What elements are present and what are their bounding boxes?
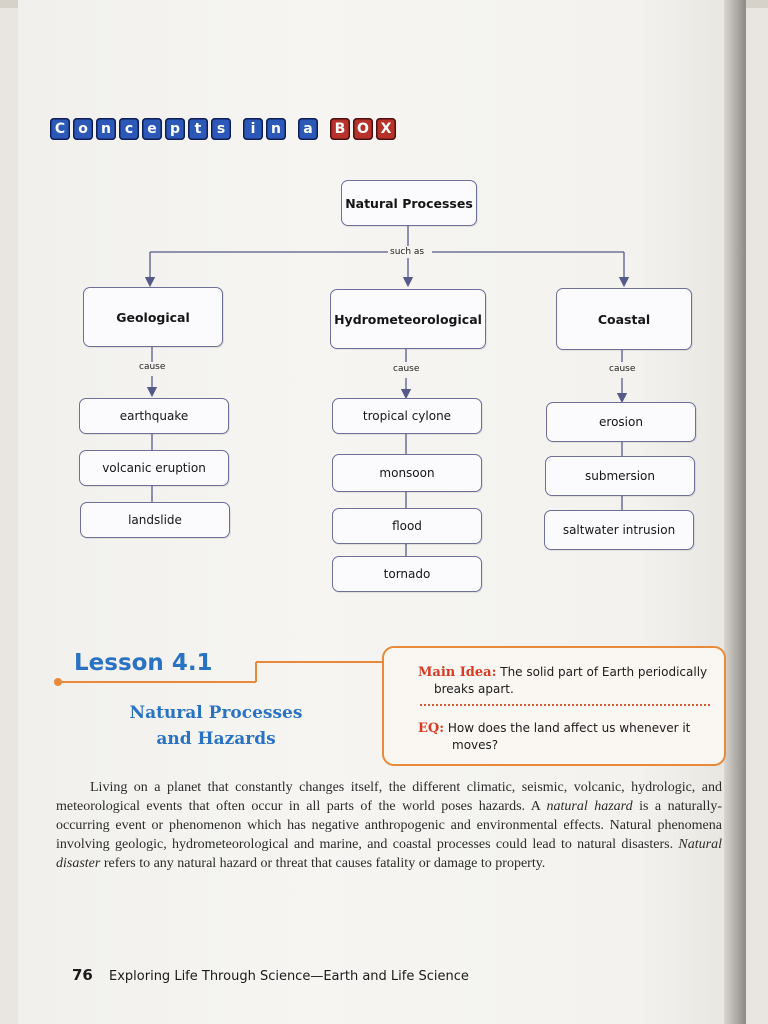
item-erosion: erosion [546,402,696,442]
branch-box-coastal: Coastal [556,288,692,350]
letter-tile: B [330,118,350,140]
item-earthquake: earthquake [79,398,229,434]
letter-tile: i [243,118,263,140]
main-idea-text-1: The solid part of Earth periodically [500,665,708,679]
letter-tile: p [165,118,185,140]
item-tornado: tornado [332,556,482,592]
main-idea-text-2: breaks apart. [434,682,514,696]
letter-tile: n [96,118,116,140]
branch-box-hydrometeorological: Hydrometeorological [330,289,486,349]
letter-tile: n [266,118,286,140]
main-idea-key: Main Idea: [418,665,497,680]
letter-tile: c [119,118,139,140]
letter-tile: X [376,118,396,140]
letter-tile: e [142,118,162,140]
term-natural-disaster: Natural disaster [56,837,722,871]
eq-text-1: How does the land affect us whenever it [447,721,691,735]
item-volcanic-eruption: volcanic eruption [79,450,229,486]
item-submersion: submersion [545,456,695,496]
concept-diagram-connectors [144,226,630,556]
cause-label-hydro: cause [393,364,420,374]
lesson-title-line1: Natural Processes [129,703,303,723]
letter-tile: o [73,118,93,140]
letter-tile: s [211,118,231,140]
page-number: 76 [72,966,93,984]
lesson-underline [54,661,382,686]
body-text-a: Living on a planet that constantly chang… [56,780,722,814]
cause-label-geological: cause [139,362,166,372]
page-edge-shadow [724,0,746,1024]
page-footer: 76 Exploring Life Through Science—Earth … [72,966,469,984]
item-landslide: landslide [80,502,230,538]
letter-tile: O [353,118,373,140]
main-idea-box: Main Idea: The solid part of Earth perio… [382,646,726,766]
body-text-b: is a naturally-occurring event or phenom… [56,799,722,852]
letter-tile: a [298,118,318,140]
eq-key: EQ: [418,721,445,736]
such-as-label: such as [390,247,425,257]
item-flood: flood [332,508,482,544]
letter-tile: t [188,118,208,140]
term-natural-hazard: natural hazard [546,799,633,814]
main-idea-row: Main Idea: The solid part of Earth perio… [418,664,707,698]
book-title: Exploring Life Through Science—Earth and… [109,969,469,984]
item-tropical-cylone: tropical cylone [332,398,482,434]
eq-text-2: moves? [452,738,499,752]
letter-tile: C [50,118,70,140]
cause-label-coastal: cause [609,364,636,374]
lesson-number: Lesson 4.1 [74,650,213,676]
root-box-natural-processes: Natural Processes [341,180,477,226]
item-monsoon: monsoon [332,454,482,492]
body-paragraph: Living on a planet that constantly chang… [56,778,722,873]
branch-box-geological: Geological [83,287,223,347]
item-saltwater-intrusion: saltwater intrusion [544,510,694,550]
body-text-c: refers to any natural hazard or threat t… [100,856,546,871]
eq-row: EQ: How does the land affect us whenever… [418,720,690,754]
idea-divider [420,704,710,706]
lesson-title: Natural Processes and Hazards [96,700,336,752]
lesson-title-line2: and Hazards [156,729,276,749]
